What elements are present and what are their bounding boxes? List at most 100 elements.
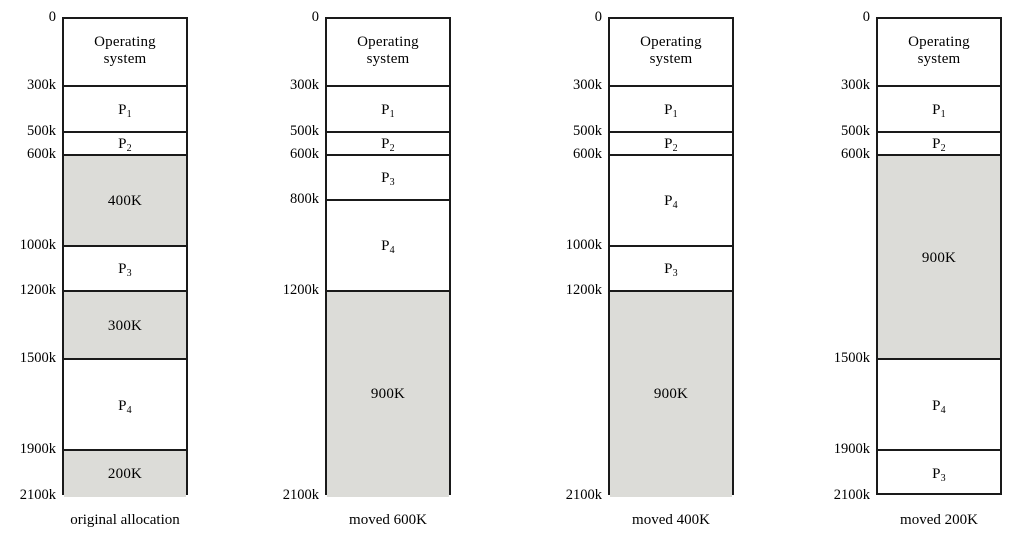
process-index: 3: [672, 267, 678, 279]
memory-segment-process-p4: P4: [327, 199, 449, 292]
memory-segment-label: P4: [932, 397, 946, 416]
memory-segment-operating-system: Operating system: [610, 17, 732, 85]
memory-segment-label: Operating system: [94, 34, 156, 68]
panel-caption: moved 200K: [900, 512, 978, 528]
address-tick-label: 600k: [27, 145, 56, 162]
process-index: 1: [940, 108, 946, 120]
address-tick-label: 2100k: [282, 487, 319, 503]
memory-segment-hole-300k: 300K: [64, 290, 186, 361]
memory-segment-label: Operating system: [357, 34, 419, 68]
memory-segment-process-p1: P1: [878, 85, 1000, 133]
address-tick-label: 300k: [290, 77, 319, 94]
memory-segment-hole-900k: 900K: [878, 153, 1000, 361]
memory-segment-label: Operating system: [908, 34, 970, 68]
address-tick-label: 1200k: [282, 282, 319, 299]
process-index: 3: [126, 267, 132, 279]
address-tick-label: 1900k: [19, 441, 56, 458]
memory-segment-hole-900k: 900K: [327, 290, 449, 497]
process-index: 3: [940, 472, 946, 484]
memory-segment-label: P1: [381, 101, 395, 120]
panel-caption: moved 600K: [349, 512, 427, 528]
memory-segment-hole-900k: 900K: [610, 290, 732, 497]
address-tick-label: 500k: [573, 122, 602, 139]
memory-segment-label: 900K: [921, 249, 957, 266]
address-tick-label: 600k: [573, 145, 602, 162]
address-tick-label: 300k: [573, 77, 602, 94]
address-tick-label: 1200k: [19, 282, 56, 299]
memory-segment-label: 900K: [370, 386, 406, 403]
memory-segment-operating-system: Operating system: [64, 17, 186, 85]
memory-segment-label: Operating system: [640, 34, 702, 68]
address-tick-label: 300k: [27, 77, 56, 94]
address-tick-label: 2100k: [19, 487, 56, 503]
memory-segment-label: P2: [664, 135, 678, 154]
process-index: 2: [940, 142, 946, 154]
memory-segment-process-p3: P3: [878, 449, 1000, 497]
memory-segment-label: P3: [381, 169, 395, 188]
memory-segment-hole-200k: 200K: [64, 449, 186, 497]
address-tick-label: 0: [594, 9, 602, 25]
process-index: 1: [126, 108, 132, 120]
memory-segment-process-p3: P3: [610, 244, 732, 293]
memory-segment-hole-400k: 400K: [64, 153, 186, 247]
memory-segment-process-p2: P2: [878, 130, 1000, 156]
memory-segment-label: P1: [118, 101, 132, 120]
panel-caption: original allocation: [70, 512, 180, 528]
memory-segment-process-p2: P2: [64, 130, 186, 156]
memory-segment-process-p4: P4: [610, 153, 732, 247]
memory-segment-label: 200K: [107, 465, 143, 482]
address-tick-label: 600k: [290, 145, 319, 162]
memory-segment-process-p1: P1: [64, 85, 186, 133]
process-index: 4: [389, 245, 395, 257]
memory-segment-label: P2: [932, 135, 946, 154]
address-tick-label: 300k: [841, 77, 870, 94]
panel-caption: moved 400K: [632, 512, 710, 528]
address-tick-label: 600k: [841, 145, 870, 162]
address-tick-label: 0: [311, 9, 319, 25]
memory-segment-process-p4: P4: [878, 358, 1000, 451]
address-tick-label: 800k: [290, 191, 319, 208]
memory-segment-label: 300K: [107, 317, 143, 334]
memory-segment-process-p2: P2: [610, 130, 732, 156]
memory-segment-label: P3: [932, 465, 946, 484]
process-index: 1: [389, 108, 395, 120]
memory-segment-operating-system: Operating system: [327, 17, 449, 85]
process-index: 4: [940, 404, 946, 416]
address-tick-label: 1000k: [565, 236, 602, 253]
memory-segment-process-p1: P1: [610, 85, 732, 133]
memory-segment-label: 400K: [107, 192, 143, 209]
address-tick-label: 500k: [841, 122, 870, 139]
memory-segment-label: P3: [664, 260, 678, 279]
memory-segment-label: P1: [932, 101, 946, 120]
memory-segment-process-p3: P3: [64, 244, 186, 293]
address-tick-label: 500k: [27, 122, 56, 139]
address-tick-label: 2100k: [565, 487, 602, 503]
memory-segment-label: P3: [118, 260, 132, 279]
memory-segment-process-p4: P4: [64, 358, 186, 451]
memory-segment-process-p2: P2: [327, 130, 449, 156]
process-index: 4: [672, 199, 678, 211]
memory-segment-label: P4: [118, 397, 132, 416]
address-tick-label: 1500k: [19, 350, 56, 367]
address-tick-label: 500k: [290, 122, 319, 139]
memory-segment-process-p3: P3: [327, 153, 449, 202]
memory-segment-label: P4: [664, 192, 678, 211]
process-index: 1: [672, 108, 678, 120]
process-index: 2: [126, 142, 132, 154]
process-index: 3: [389, 176, 395, 188]
process-index: 2: [672, 142, 678, 154]
address-tick-label: 1200k: [565, 282, 602, 299]
process-index: 2: [389, 142, 395, 154]
address-tick-label: 0: [862, 9, 870, 25]
process-index: 4: [126, 404, 132, 416]
address-tick-label: 0: [48, 9, 56, 25]
memory-segment-label: P2: [118, 135, 132, 154]
address-tick-label: 1900k: [833, 441, 870, 458]
memory-segment-process-p1: P1: [327, 85, 449, 133]
memory-segment-label: P2: [381, 135, 395, 154]
memory-segment-label: P1: [664, 101, 678, 120]
